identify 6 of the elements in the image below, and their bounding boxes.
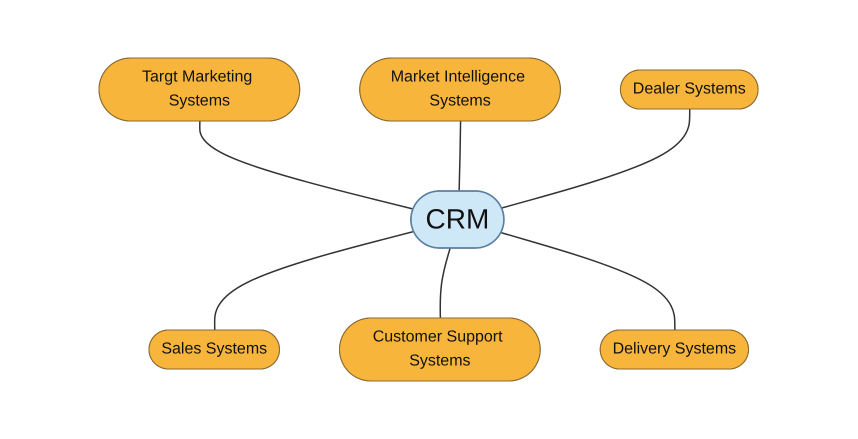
connector (458, 121, 462, 192)
connector (440, 248, 452, 318)
connector (502, 109, 691, 209)
connector (214, 230, 414, 330)
connector (502, 232, 676, 330)
connector (199, 121, 414, 210)
